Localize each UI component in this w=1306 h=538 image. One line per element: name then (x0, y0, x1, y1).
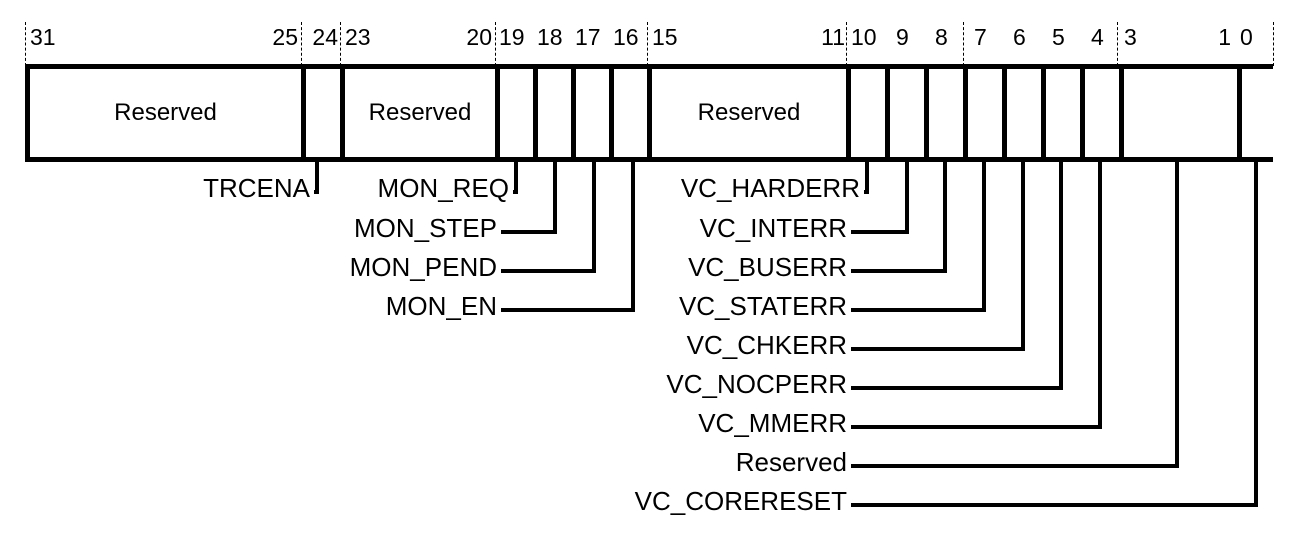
bit-field-cell (614, 69, 652, 157)
callout-leader-vertical (1175, 162, 1179, 464)
bit-field-cell (1007, 69, 1046, 157)
callout-label-mon-req: MON_REQ (377, 173, 509, 203)
callout-label-vc-interr: VC_INTERR (699, 213, 847, 243)
callout-label-reserved-3-1: Reserved (735, 447, 847, 477)
bit-field-cell (929, 69, 968, 157)
callout-leader-vertical (865, 162, 869, 190)
bit-field-cell (890, 69, 929, 157)
callout-leader-vertical (553, 162, 557, 230)
bit-number-label: 7 (974, 24, 987, 50)
bit-ruler-tick (1117, 22, 1118, 66)
bit-number-label: 11 (821, 24, 845, 50)
callout-leader-vertical (1059, 162, 1063, 386)
callout-leader-horizontal (851, 464, 1179, 468)
callout-leader-horizontal (851, 503, 1258, 507)
callout-leader-vertical (982, 162, 986, 308)
callout-leader-horizontal (851, 269, 947, 273)
bit-number-label: 31 (30, 24, 56, 50)
bit-number-label: 15 (652, 24, 678, 50)
bit-number-label: 10 (851, 24, 877, 50)
bit-number-label: 0 (1240, 24, 1253, 50)
bit-number-label: 4 (1091, 24, 1104, 50)
bit-field-cell (1124, 69, 1242, 157)
callout-label-vc-nocperr: VC_NOCPERR (666, 369, 847, 399)
bit-number-label: 23 (345, 24, 371, 50)
callout-label-vc-chkerr: VC_CHKERR (686, 330, 847, 360)
callout-label-vc-mmerr: VC_MMERR (698, 408, 847, 438)
bit-number-label: 25 (272, 24, 298, 50)
callout-label-vc-buserr: VC_BUSERR (688, 252, 847, 282)
callout-label-vc-harderr: VC_HARDERR (680, 173, 860, 203)
bit-field-cell (1085, 69, 1124, 157)
bit-ruler-tick (647, 22, 648, 66)
bit-field-cell (576, 69, 614, 157)
callout-label-vc-corereset: VC_CORERESET (634, 486, 847, 516)
callout-leader-vertical (943, 162, 947, 269)
callout-leader-horizontal (513, 190, 518, 194)
bit-number-label: 6 (1013, 24, 1026, 50)
callout-leader-vertical (1098, 162, 1102, 425)
callout-leader-horizontal (501, 308, 635, 312)
callout-label-mon-en: MON_EN (385, 291, 497, 321)
bit-field-cell (1242, 69, 1280, 157)
bit-field-cell (968, 69, 1007, 157)
callout-leader-vertical (592, 162, 596, 269)
bit-field-cell (306, 69, 345, 157)
bit-number-label: 17 (575, 24, 601, 50)
bit-number-label: 19 (499, 24, 525, 50)
bit-field-cell: Reserved (345, 69, 500, 157)
callout-leader-vertical (1021, 162, 1025, 347)
callout-leader-vertical (905, 162, 909, 230)
bit-ruler-tick (1273, 22, 1274, 66)
bit-ruler-tick (301, 22, 302, 66)
callout-leader-vertical (631, 162, 635, 308)
callout-leader-horizontal (864, 190, 869, 194)
bit-ruler-tick (846, 22, 847, 66)
bit-number-label: 5 (1052, 24, 1065, 50)
bit-ruler-tick (340, 22, 341, 66)
bit-number-label: 18 (537, 24, 563, 50)
bit-field-cell (538, 69, 576, 157)
bit-number-label: 20 (466, 24, 492, 50)
bit-number-label: 9 (896, 24, 909, 50)
bit-field-cell (851, 69, 890, 157)
callout-leader-horizontal (851, 425, 1102, 429)
bit-number-label: 8 (935, 24, 948, 50)
bit-ruler-tick (495, 22, 496, 66)
bit-field-cell: Reserved (652, 69, 851, 157)
callout-leader-horizontal (314, 190, 319, 194)
callout-label-mon-step: MON_STEP (353, 213, 497, 243)
bit-ruler-tick (25, 22, 26, 66)
callout-leader-vertical (514, 162, 518, 190)
callout-label-vc-staterr: VC_STATERR (678, 291, 847, 321)
register-field-row: Reserved Reserved Reserved (25, 64, 1280, 162)
callout-leader-horizontal (851, 386, 1063, 390)
bit-number-label: 3 (1124, 24, 1137, 50)
callout-leader-vertical (315, 162, 319, 190)
callout-leader-vertical (1254, 162, 1258, 503)
callout-leader-horizontal (851, 347, 1025, 351)
bit-number-label: 1 (1218, 24, 1231, 50)
bit-number-label: 24 (312, 24, 338, 50)
callout-label-mon-pend: MON_PEND (349, 252, 497, 282)
callout-leader-horizontal (501, 269, 596, 273)
callout-leader-horizontal (851, 308, 986, 312)
callout-leader-horizontal (501, 230, 557, 234)
bit-number-label: 16 (613, 24, 639, 50)
bit-field-cell (500, 69, 538, 157)
bit-ruler-tick (963, 22, 964, 66)
bit-field-cell: Reserved (30, 69, 306, 157)
callout-leader-horizontal (851, 230, 909, 234)
bit-field-cell (1046, 69, 1085, 157)
callout-label-trcena: TRCENA (203, 173, 310, 203)
